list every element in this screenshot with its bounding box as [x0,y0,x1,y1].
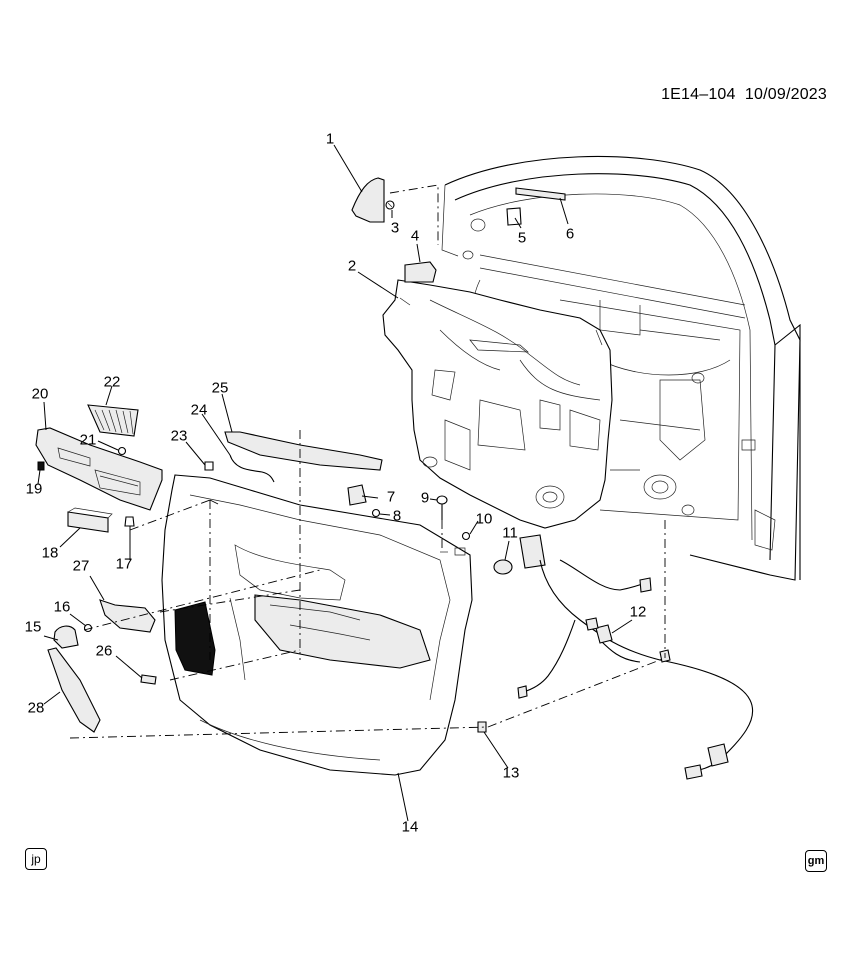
part-24-harness [229,454,275,483]
part-6-seal-strip [515,187,566,201]
part-7-bracket [347,484,367,506]
part-19-clip [37,461,45,471]
part-20-switch-bezel [35,427,163,511]
leader-lines [37,144,633,822]
callout-2: 2 [347,257,357,275]
part-12-wiring-harness [517,534,754,780]
phantom-lines [69,184,666,739]
callout-4: 4 [410,227,420,245]
callout-7: 7 [386,488,396,506]
illustration-date: 10/09/2023 [744,86,827,103]
callout-10: 10 [475,510,493,528]
callout-17: 17 [115,555,133,573]
part-17-clip [124,516,135,527]
callout-3: 3 [390,219,400,237]
callout-5: 5 [517,229,527,247]
callout-12: 12 [629,603,647,621]
callout-27: 27 [72,557,90,575]
part-18-module [67,507,113,533]
callout-14: 14 [401,818,419,836]
part-22-speaker-grille [87,404,139,437]
jp-badge: jp [25,848,47,870]
part-15-cover [53,625,79,649]
part-4-pad [404,261,437,283]
part-10-screw [461,531,471,541]
callout-16: 16 [53,598,71,616]
illustration-id: 1E14–104 [661,86,736,103]
door-frame [441,155,801,581]
callout-9: 9 [420,489,430,507]
part-3-screw [385,200,395,210]
callout-24: 24 [190,401,208,419]
callout-1: 1 [325,130,335,148]
part-21-screw [117,446,127,456]
callout-22: 22 [103,373,121,391]
part-11-plug [493,559,513,575]
part-25-upper-trim [224,431,383,471]
part-14-door-trim-panel [161,474,473,776]
diagram-header: 1E14–104 10/09/2023 [661,86,827,104]
part-28-garnish [47,647,101,733]
callout-25: 25 [211,379,229,397]
callout-20: 20 [31,385,49,403]
callout-18: 18 [41,544,59,562]
callout-13: 13 [502,764,520,782]
callout-23: 23 [170,427,188,445]
callout-6: 6 [565,225,575,243]
part-27-handle-bezel [99,599,156,633]
callout-11: 11 [502,524,518,542]
gm-logo-badge: gm [805,850,827,872]
part-9-push-pin [436,495,448,520]
callout-28: 28 [27,699,45,717]
part-1-mirror-patch [351,177,385,223]
part-26-pad [140,674,157,685]
part-2-door-inner-panel [382,279,613,529]
callout-19: 19 [25,480,43,498]
part-23-clip [204,461,214,471]
part-5-patch [506,207,522,226]
callout-26: 26 [95,642,113,660]
callout-15: 15 [24,618,42,636]
callout-21: 21 [79,431,97,449]
callout-8: 8 [392,507,402,525]
part-8-screw [371,508,381,518]
